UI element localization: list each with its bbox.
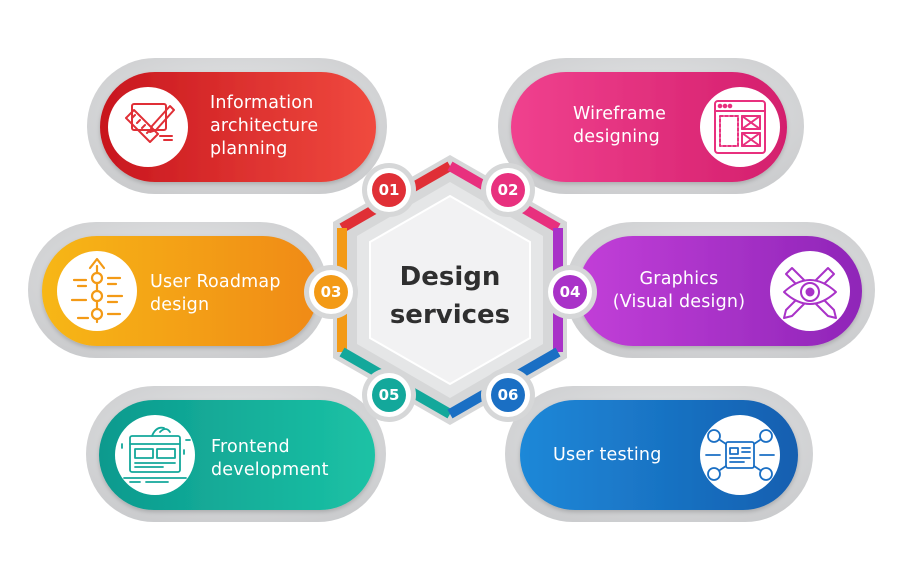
wireframe-window-icon bbox=[714, 100, 766, 154]
step-label-04: Graphics (Visual design) bbox=[600, 268, 758, 314]
step-label-03-line-1: User Roadmap bbox=[150, 272, 281, 292]
step-label-01-line-3: planning bbox=[210, 139, 288, 159]
step-badge-06: 06 bbox=[491, 378, 525, 412]
step-label-02-line-1: Wireframe bbox=[573, 104, 667, 124]
step-label-01: Information architecture planning bbox=[210, 92, 370, 161]
ruler-pencil-icon bbox=[125, 103, 175, 143]
icon-disc-05 bbox=[115, 415, 195, 495]
user-network-icon bbox=[705, 429, 775, 481]
icon-disc-02 bbox=[700, 87, 780, 167]
step-label-05-line-2: development bbox=[211, 460, 329, 480]
step-label-04-line-1: Graphics bbox=[639, 269, 719, 289]
step-badge-01: 01 bbox=[372, 173, 406, 207]
center-title: Design services bbox=[355, 258, 545, 334]
step-badge-05: 05 bbox=[372, 378, 406, 412]
step-label-01-line-2: architecture bbox=[210, 116, 319, 136]
step-badge-02: 02 bbox=[491, 173, 525, 207]
step-label-02-line-2: designing bbox=[573, 127, 660, 147]
step-badge-03: 03 bbox=[314, 275, 348, 309]
step-label-04-line-2: (Visual design) bbox=[612, 292, 746, 312]
roadmap-icon bbox=[70, 257, 124, 324]
step-badge-04: 04 bbox=[553, 275, 587, 309]
icon-disc-01 bbox=[108, 87, 188, 167]
step-label-03: User Roadmap design bbox=[150, 271, 300, 317]
step-label-03-line-2: design bbox=[150, 295, 210, 315]
center-hexagon bbox=[333, 155, 567, 425]
web-layout-icon bbox=[121, 426, 191, 483]
step-label-01-line-1: Information bbox=[210, 93, 314, 113]
eye-pencils-icon bbox=[783, 267, 837, 319]
step-label-06-line-1: User testing bbox=[553, 445, 662, 465]
step-label-05-line-1: Frontend bbox=[211, 437, 290, 457]
step-label-05: Frontend development bbox=[211, 436, 361, 482]
center-title-line-1: Design bbox=[399, 262, 501, 292]
center-title-line-2: services bbox=[389, 300, 511, 330]
step-label-02: Wireframe designing bbox=[573, 103, 693, 149]
step-label-06: User testing bbox=[553, 444, 683, 467]
